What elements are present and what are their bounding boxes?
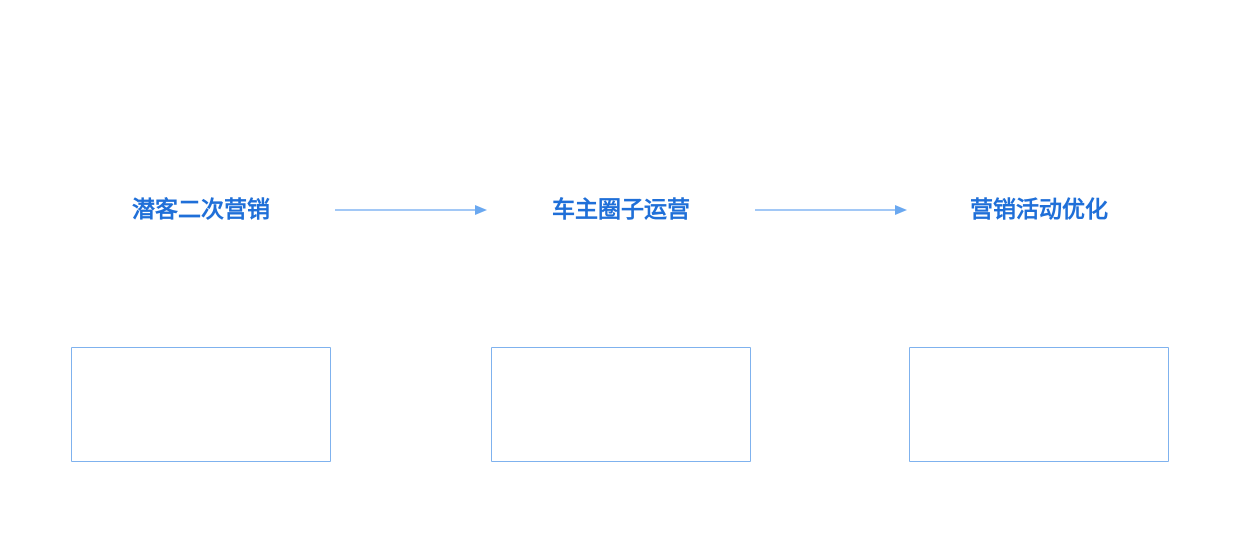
- stage-title-1: 潜客二次营销: [132, 197, 270, 223]
- stage-content-box-1: [71, 347, 331, 462]
- flow-arrow-2: [755, 205, 907, 215]
- stage-content-box-2: [491, 347, 751, 462]
- flow-arrow-1: [335, 205, 487, 215]
- stage-title-3: 营销活动优化: [970, 197, 1108, 223]
- stage-title-2: 车主圈子运营: [552, 197, 690, 223]
- stage-content-box-3: [909, 347, 1169, 462]
